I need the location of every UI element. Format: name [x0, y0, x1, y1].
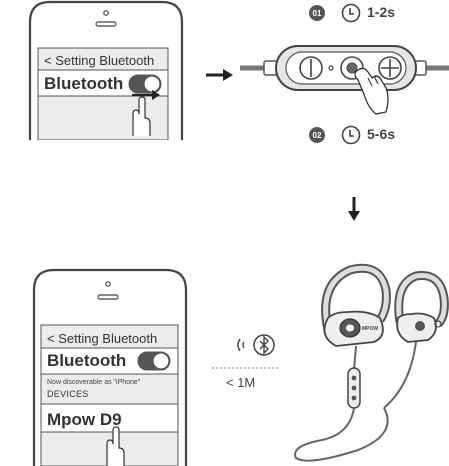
range-divider — [212, 367, 278, 369]
discoverable-text: Now discoverable as "iPhone" — [47, 379, 141, 386]
inline-remote — [240, 45, 449, 115]
clock-icon — [341, 3, 361, 23]
step-duration-01: 1-2s — [367, 4, 396, 20]
step-badge-01: 01 — [309, 5, 325, 21]
hand-pointer-icon — [132, 96, 151, 136]
phone-bottom-nav[interactable]: < Setting Bluetooth — [47, 331, 158, 346]
arrow-down-icon — [348, 197, 360, 221]
device-list-item[interactable]: Mpow D9 — [47, 410, 122, 429]
phone-bottom-bluetooth-label: Bluetooth — [47, 351, 127, 370]
hand-pointer-icon — [106, 426, 125, 466]
phone-top-bluetooth-label: Bluetooth — [44, 74, 124, 93]
phone-top-bluetooth-toggle[interactable] — [128, 74, 162, 94]
step-duration-02: 5-6s — [367, 126, 396, 142]
step-badge-02: 02 — [309, 127, 325, 143]
phone-bottom-bluetooth-toggle[interactable] — [137, 351, 171, 371]
phone-top-nav[interactable]: < Setting Bluetooth — [44, 53, 155, 68]
earphones-illustration: MPOW — [294, 263, 449, 462]
earphone-brand-label: MPOW — [362, 326, 378, 332]
swipe-arrow-icon — [132, 90, 160, 100]
arrow-right-icon — [206, 69, 233, 81]
bluetooth-icon — [237, 334, 275, 356]
devices-section-label: DEVICES — [47, 389, 89, 399]
clock-icon — [341, 125, 361, 145]
phone-top — [28, 0, 184, 140]
distance-label: < 1M — [226, 375, 256, 390]
